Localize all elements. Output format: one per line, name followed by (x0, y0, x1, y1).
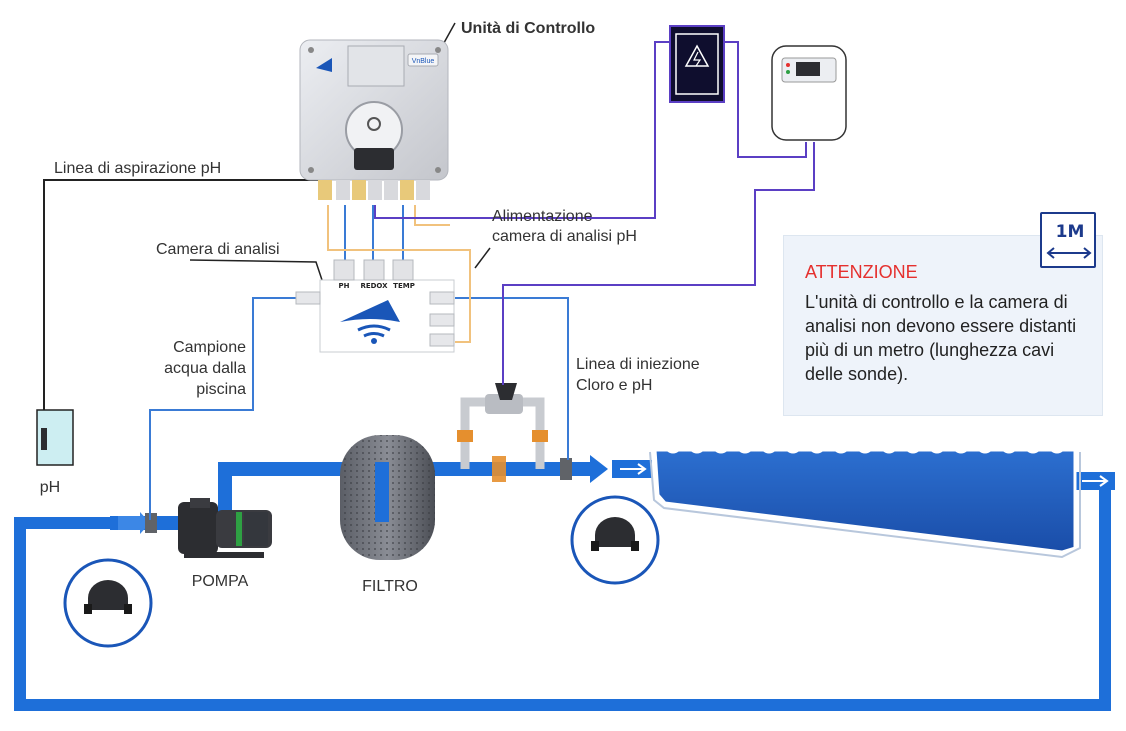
injection-line-label-2: Cloro e pH (576, 377, 653, 394)
injection-control-line (502, 142, 815, 385)
electrical-panel (669, 25, 725, 103)
water-sample-label-1: Campione (173, 339, 246, 356)
water-sample-label-2: acqua dalla (164, 360, 246, 377)
ph-suction-line (43, 179, 325, 430)
sensor-box (771, 45, 847, 141)
sample-line (149, 297, 320, 520)
port-label-ph: PH (339, 282, 350, 290)
return-loop-pipe (14, 482, 1111, 711)
ph-tank-label: pH (39, 479, 61, 496)
port-label-redox: REDOX (360, 282, 388, 290)
pool (649, 446, 1081, 559)
valve-body (485, 394, 523, 414)
control-unit (299, 39, 449, 200)
pump (178, 498, 272, 558)
arrow-right-icon (118, 512, 150, 534)
control-unit-label: Unità di Controllo (461, 20, 596, 37)
analysis-chamber-label: Camera di analisi (156, 241, 280, 258)
injection-line-label-1: Linea di iniezione (576, 356, 700, 373)
analysis-chamber (295, 259, 455, 353)
valve-handle (495, 383, 517, 400)
lightning-icon (684, 44, 710, 67)
double-arrow-icon (1046, 247, 1092, 259)
electrical-panel-line (374, 41, 670, 219)
port-label-temp: TEMP (393, 282, 415, 290)
wifi-logo-icon (340, 300, 400, 322)
ph-suction-line-label: Linea di aspirazione pH (54, 160, 222, 177)
wifi-logo-icon (316, 58, 332, 72)
chamber-power-label-2: camera di analisi pH (492, 228, 637, 245)
leader-line (189, 259, 323, 281)
pump-label: POMPA (191, 573, 249, 590)
chamber-power-label-1: Alimentazione (492, 208, 593, 225)
arrow-right-icon (612, 460, 652, 478)
warning-title: ATTENZIONE (805, 262, 918, 282)
chamber-power-line (414, 205, 450, 226)
union-fitting (457, 430, 473, 442)
fittings-row (318, 180, 430, 200)
injection-line (455, 297, 569, 460)
warning-text: L'unità di controllo e la camera di anal… (805, 292, 1077, 384)
scale-badge: 1M (1040, 212, 1096, 268)
clamp-saddle-icon (63, 558, 153, 648)
leader-line (474, 247, 491, 269)
brand-label: VnBlue (412, 58, 435, 65)
ph-tank (36, 409, 74, 466)
arrow-right-icon (1075, 472, 1115, 490)
sensor-box-line (724, 41, 807, 158)
filter (340, 435, 435, 560)
collar-clamp (560, 458, 572, 480)
clamp-saddle-icon (570, 495, 660, 585)
collar-clamp (145, 513, 157, 533)
filter-label: FILTRO (362, 578, 418, 595)
union-fitting (532, 430, 548, 442)
chamber-power-line (327, 205, 471, 343)
pipe-union (492, 456, 506, 482)
scale-badge-label: 1M (1055, 222, 1085, 242)
water-sample-label-3: piscina (196, 381, 246, 398)
